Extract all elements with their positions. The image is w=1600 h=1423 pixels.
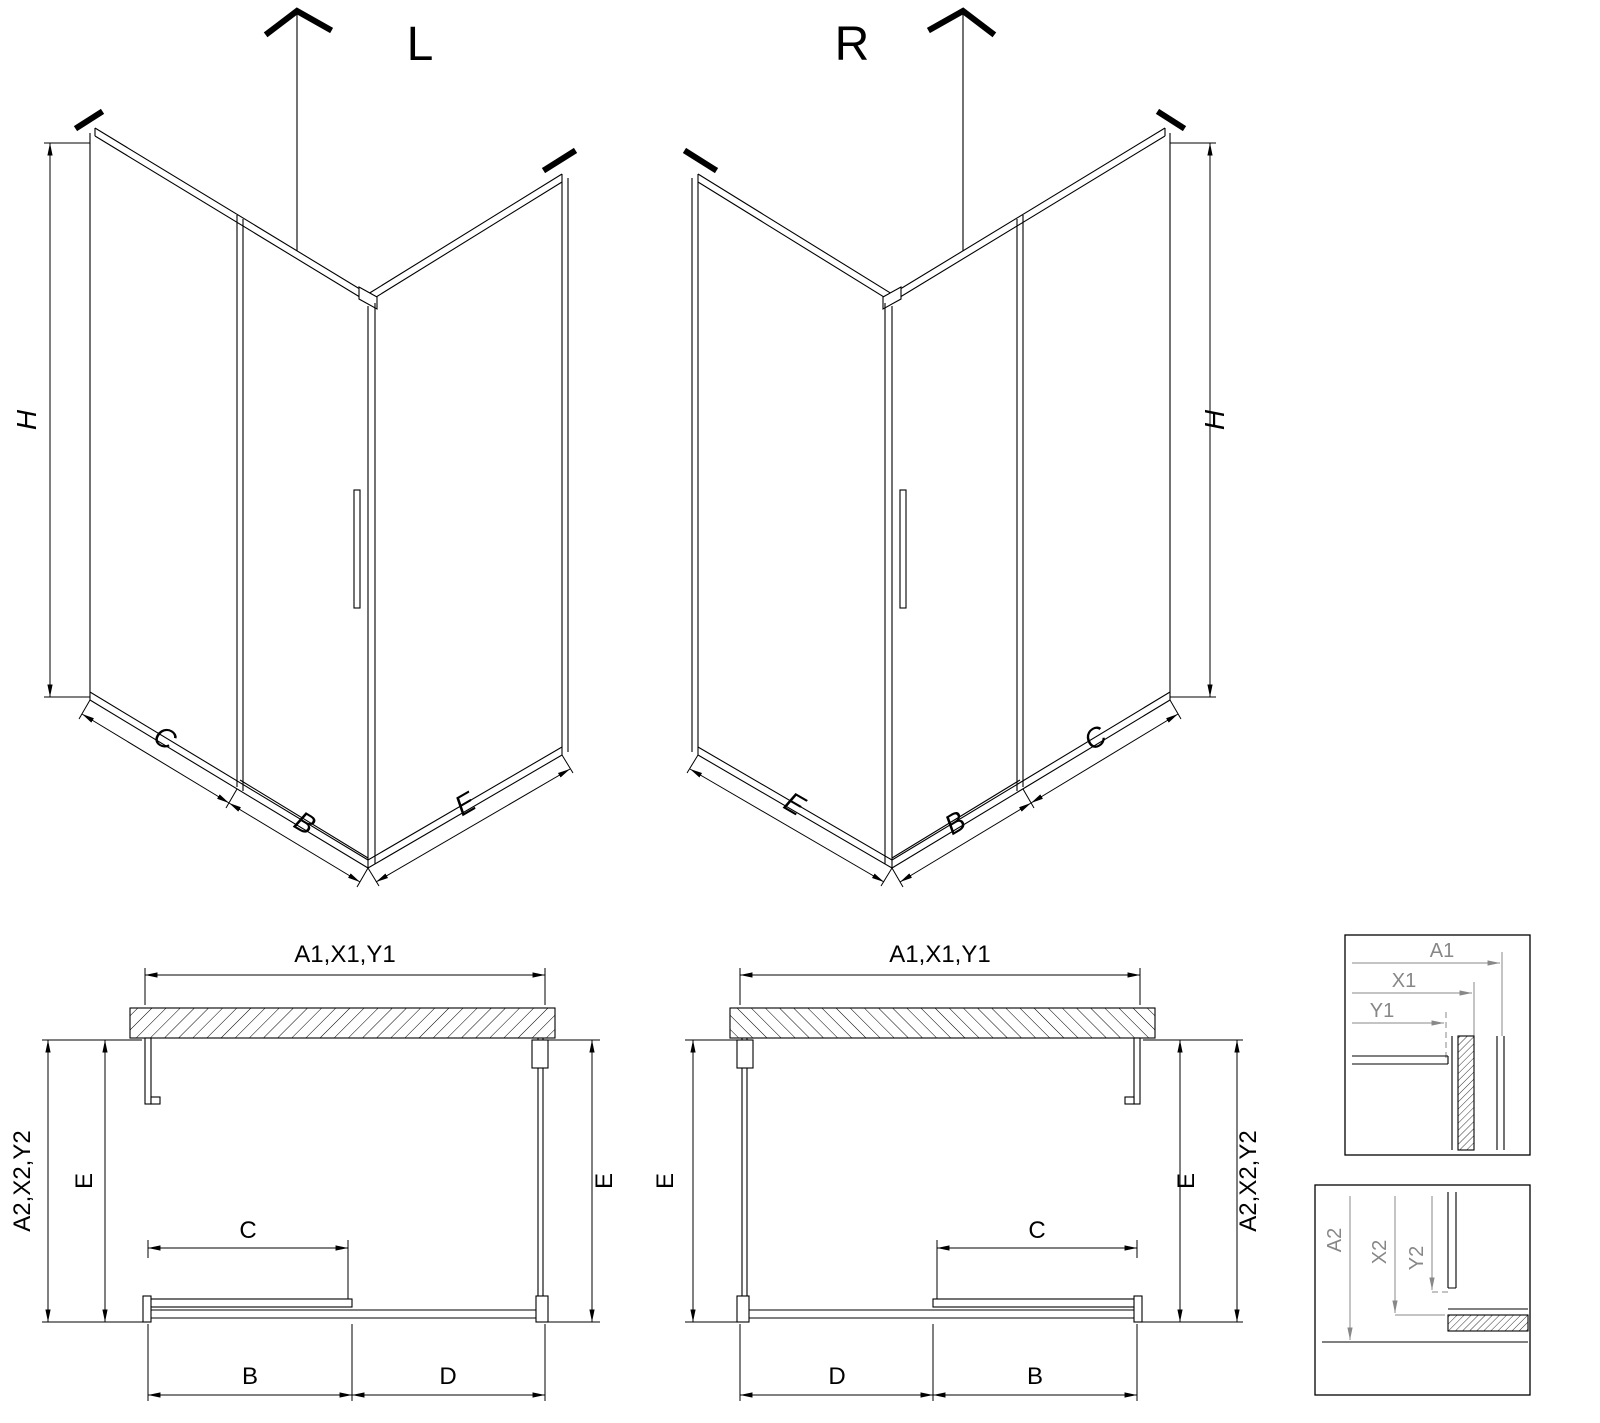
detail-view-bottom: A2 X2 Y2 (1314, 1184, 1531, 1396)
iso-right-title: R (835, 18, 870, 71)
iso-view-left: L H C B E (11, 11, 573, 887)
plan-view-right: A1,X1,Y1 E E A2,X2,Y2 C D B (652, 941, 1262, 1401)
plan-right-dim-depth-right: E (1173, 1173, 1200, 1189)
detail-bottom-label-x2: X2 (1369, 1240, 1391, 1264)
plan-left-dim-depth-left: E (71, 1173, 98, 1189)
iso-right-linework (687, 11, 1216, 887)
plan-right-dim-opening: C (1028, 1217, 1045, 1244)
plan-left-dim-depth-total: A2,X2,Y2 (9, 1130, 36, 1231)
iso-right-dim-height: H (1199, 409, 1230, 430)
plan-left-dim-width: A1,X1,Y1 (294, 941, 395, 968)
iso-left-dim-height: H (11, 409, 42, 430)
plan-right-linework (685, 968, 1243, 1401)
iso-right-dim-side: E (779, 786, 811, 822)
detail-top-profile-lines (1451, 1036, 1505, 1150)
plan-right-dim-door: B (1027, 1363, 1043, 1390)
iso-left-linework (44, 11, 573, 887)
detail-view-top: A1 X1 Y1 (1344, 934, 1531, 1156)
detail-top-rail-section (1352, 1055, 1449, 1065)
plan-right-dim-depth-left: E (652, 1173, 679, 1189)
detail-bottom-glass-section (1447, 1314, 1529, 1332)
plan-right-dim-fixed: D (828, 1363, 845, 1390)
plan-left-dim-depth-right: E (591, 1173, 618, 1189)
plan-right-dim-depth-total: A2,X2,Y2 (1235, 1130, 1262, 1231)
plan-left-dim-door: B (242, 1363, 258, 1390)
detail-bottom-frame (1314, 1184, 1531, 1396)
iso-left-title: L (407, 18, 434, 71)
detail-bottom-label-a2: A2 (1324, 1228, 1346, 1252)
detail-bottom-rail-lines (1322, 1308, 1528, 1343)
plan-left-linework (42, 968, 600, 1401)
plan-view-left: A1,X1,Y1 A2,X2,Y2 E E C B D (9, 941, 618, 1401)
detail-top-label-y1: Y1 (1370, 1000, 1394, 1022)
detail-top-glass-section (1457, 1035, 1475, 1151)
detail-bottom-profile-section (1447, 1192, 1457, 1289)
iso-view-right: R H E B C (687, 11, 1230, 887)
detail-top-label-x1: X1 (1392, 970, 1416, 992)
iso-left-dim-door: B (289, 805, 321, 841)
detail-top-label-a1: A1 (1430, 940, 1454, 962)
iso-left-dim-side: E (449, 786, 481, 822)
iso-left-dim-fixed: C (148, 719, 182, 756)
detail-bottom-label-y2: Y2 (1406, 1246, 1428, 1270)
plan-right-dim-width: A1,X1,Y1 (889, 941, 990, 968)
plan-left-dim-opening: C (239, 1217, 256, 1244)
detail-top-frame (1344, 934, 1531, 1156)
plan-left-dim-fixed: D (439, 1363, 456, 1390)
